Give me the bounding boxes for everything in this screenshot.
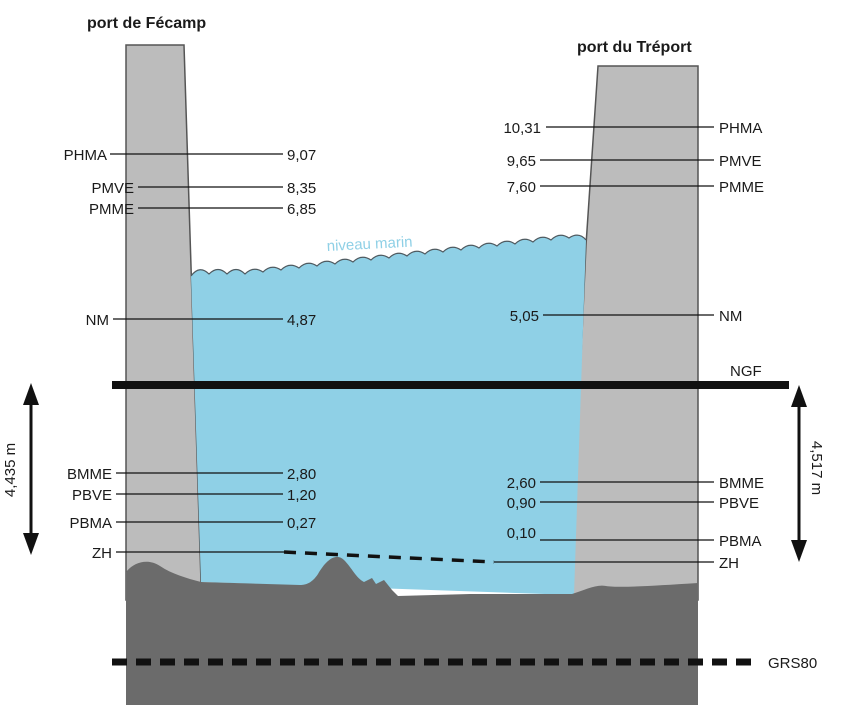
grs80-label: GRS80: [768, 655, 817, 672]
water-surface: [190, 234, 587, 277]
left-offset-label: 4,435 m: [2, 443, 19, 497]
right-level-lines: [494, 126, 714, 563]
water-body: [191, 235, 586, 595]
right-level-labels: PHMA PMVE PMME NM BMME PBVE PBMA ZH: [719, 120, 764, 572]
right-offset-label: 4,517 m: [808, 441, 825, 495]
right-pbve-label: PBVE: [719, 495, 759, 512]
left-offset-arrow: [23, 383, 39, 555]
right-pier: [569, 65, 699, 601]
left-phma-value: 9,07: [287, 147, 316, 164]
left-phma-label: PHMA: [64, 147, 107, 164]
right-pmme-value: 7,60: [507, 179, 536, 196]
right-phma-label: PHMA: [719, 120, 762, 137]
right-pbve-value: 0,90: [507, 495, 536, 512]
left-level-values: 9,07 8,35 6,85 4,87 2,80 1,20 0,27: [287, 147, 316, 532]
left-level-labels: PHMA PMVE PMME NM BMME PBVE PBMA ZH: [64, 147, 134, 562]
left-nm-value: 4,87: [287, 312, 316, 329]
left-zh-label: ZH: [92, 545, 112, 562]
seabed: [126, 556, 698, 705]
left-pier: [125, 44, 202, 601]
right-nm-label: NM: [719, 308, 742, 325]
zh-dashed-segment: [283, 550, 495, 564]
water-level-label: niveau marin: [326, 234, 413, 255]
left-bmme-value: 2,80: [287, 466, 316, 483]
right-pmve-label: PMVE: [719, 153, 762, 170]
left-pmme-label: PMME: [89, 201, 134, 218]
left-pmve-label: PMVE: [91, 180, 134, 197]
right-bmme-label: BMME: [719, 475, 764, 492]
left-pbve-label: PBVE: [72, 487, 112, 504]
right-phma-value: 10,31: [503, 120, 541, 137]
left-pbma-label: PBMA: [69, 515, 112, 532]
right-pbma-value: 0,10: [507, 525, 536, 542]
left-pbma-value: 0,27: [287, 515, 316, 532]
left-nm-label: NM: [86, 312, 109, 329]
left-level-lines: [110, 153, 284, 553]
left-pmme-value: 6,85: [287, 201, 316, 218]
right-nm-value: 5,05: [510, 308, 539, 325]
left-port-title: port de Fécamp: [87, 15, 206, 32]
ngf-label: NGF: [730, 363, 762, 380]
right-pmve-value: 9,65: [507, 153, 536, 170]
left-pbve-value: 1,20: [287, 487, 316, 504]
left-bmme-label: BMME: [67, 466, 112, 483]
right-pmme-label: PMME: [719, 179, 764, 196]
left-pmve-value: 8,35: [287, 180, 316, 197]
right-pbma-label: PBMA: [719, 533, 762, 550]
right-offset-arrow: [791, 385, 807, 562]
right-port-title: port du Tréport: [577, 39, 692, 56]
right-zh-label: ZH: [719, 555, 739, 572]
right-bmme-value: 2,60: [507, 475, 536, 492]
right-level-values: 10,31 9,65 7,60 5,05 2,60 0,90 0,10: [503, 120, 541, 542]
